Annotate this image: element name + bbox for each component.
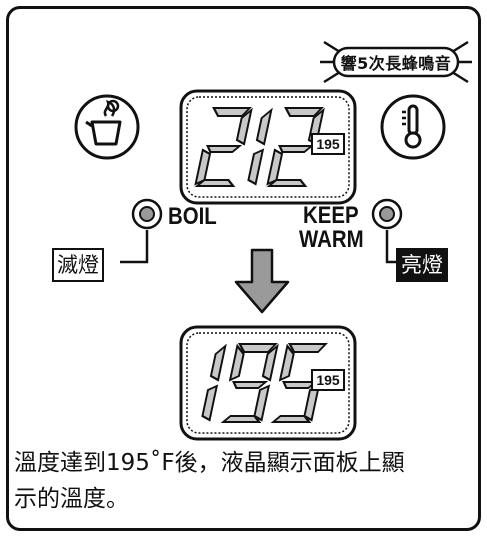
lcd-display-before: 212 195 (179, 89, 357, 205)
callout-text: 響5次長蜂鳴音 (340, 54, 452, 73)
lcd-display-after: 195 195 (179, 325, 357, 441)
warm-label: WARM (299, 226, 364, 253)
boil-indicator-lamp (131, 198, 163, 230)
lamp-off-tag: 滅燈 (52, 248, 104, 282)
down-arrow-icon (234, 248, 290, 314)
callout-burst-shape (320, 40, 472, 84)
caption-line-1: 溫度達到195˚F後，液晶顯示面板上顯 (14, 450, 405, 476)
thermometer-icon (380, 94, 446, 160)
caption: 溫度達到195˚F後，液晶顯示面板上顯 示的溫度。 (14, 445, 476, 517)
lcd-bottom-set-value: 195 (316, 372, 340, 388)
boil-label: BOIL (168, 203, 217, 230)
caption-line-2: 示的溫度。 (14, 486, 129, 512)
beep-callout: 響5次長蜂鳴音 (318, 36, 474, 88)
keep-label: KEEP (303, 202, 359, 229)
boil-kettle-icon (74, 94, 140, 160)
keep-warm-indicator-lamp (371, 198, 403, 230)
lamp-on-tag: 亮燈 (396, 248, 448, 282)
lcd-top-set-value: 195 (316, 136, 340, 152)
